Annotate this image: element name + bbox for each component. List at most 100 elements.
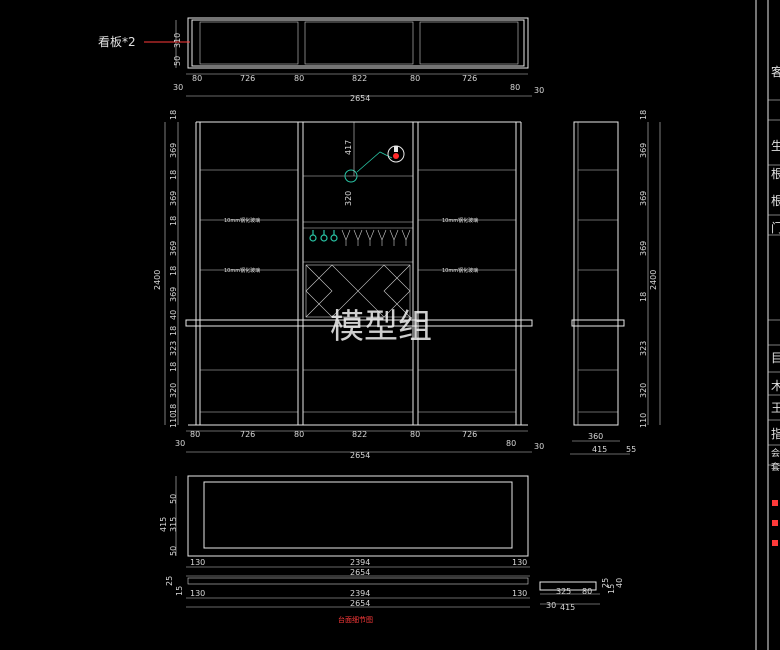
plan-overall: 2654 — [350, 568, 370, 577]
top-dim-5: 80 — [410, 74, 420, 83]
glass-label-r1: 10mm钢化玻璃 — [442, 217, 478, 224]
counter-dim-30: 30 — [546, 601, 556, 610]
counter-dim-415: 415 — [560, 603, 575, 612]
side-r-dim-15: 110 — [639, 413, 648, 428]
side-r-dim-8: 18 — [639, 292, 648, 302]
tb-char-6: 目 — [771, 351, 780, 365]
side-r-dim-1: 18 — [639, 110, 648, 120]
plan2-overall: 2654 — [350, 599, 370, 608]
front-l-dim-13: 320 — [169, 383, 178, 398]
front-b-dim-3: 80 — [294, 430, 304, 439]
front-l-dim-5: 18 — [169, 216, 178, 226]
top-right-edge: 80 — [510, 83, 520, 92]
tb-char-10: 会 — [771, 447, 780, 459]
plan-l-dim-2: 315 — [169, 517, 178, 532]
side-b-dim-3: 55 — [626, 445, 636, 454]
top-board-label: 看板*2 — [98, 35, 136, 49]
front-l-dim-9: 40 — [169, 310, 178, 320]
counter-dim-325: 325 — [556, 587, 571, 596]
wine-rack-lattice — [305, 264, 411, 318]
watermark: 模型组 — [330, 307, 432, 347]
front-l-dim-14: 18 — [169, 404, 178, 414]
side-r-dim-11: 323 — [639, 341, 648, 356]
top-dim-4: 822 — [352, 74, 367, 83]
plan-inner: 2394 — [350, 558, 370, 567]
top-dim-2: 726 — [240, 74, 255, 83]
top-dim-6: 726 — [462, 74, 477, 83]
glass-label-l1: 10mm钢化玻璃 — [224, 217, 260, 224]
side-r-dim-2: 369 — [639, 143, 648, 158]
tb-char-2: 生 — [771, 139, 780, 153]
side-r-dim-6: 369 — [639, 241, 648, 256]
front-left-edge: 30 — [175, 439, 185, 448]
front-l-dim-3: 18 — [169, 170, 178, 180]
top-height-dim: 310 — [173, 33, 182, 48]
tb-char-1: 客 — [771, 64, 780, 79]
tb-char-7: 木 — [771, 379, 780, 393]
tb-char-4: 根 — [771, 194, 780, 208]
front-b-dim-5: 80 — [410, 430, 420, 439]
plan-l-dim-1: 50 — [169, 494, 178, 504]
plan-bottom-left: 25 — [165, 576, 174, 586]
side-r-dim-13: 320 — [639, 383, 648, 398]
glass-hanger-row — [341, 229, 411, 246]
counter-detail: 325 80 30 415 25 15 40 — [539, 578, 624, 612]
counter-side-2: 15 — [607, 584, 616, 594]
tb-char-5: 门 — [771, 220, 780, 235]
front-b-dim-1: 80 — [190, 430, 200, 439]
top-overall: 2654 — [350, 94, 370, 103]
plan-edge-right: 130 — [512, 558, 527, 567]
plan-l-dim-4: 415 — [159, 517, 168, 532]
hook-icons — [309, 230, 338, 242]
side-r-dim-4: 369 — [639, 191, 648, 206]
light-fixture-callout — [344, 145, 405, 183]
side-overall-height: 2400 — [649, 270, 658, 290]
front-l-dim-1: 18 — [169, 110, 178, 120]
tb-char-8: 王 — [771, 401, 780, 415]
counter-side-1: 25 — [601, 578, 610, 588]
title-block: 客 生 根 根 门 目 木 王 指 会 套 — [755, 0, 780, 650]
front-l-dim-4: 369 — [169, 191, 178, 206]
side-b-dim-2: 415 — [592, 445, 607, 454]
front-l-dim-10: 18 — [169, 326, 178, 336]
plan2-edge-right: 130 — [512, 589, 527, 598]
front-l-dim-6: 369 — [169, 241, 178, 256]
front-l-dim-2: 369 — [169, 143, 178, 158]
front-l-dim-15: 110 — [169, 413, 178, 428]
plan-bottom-mid: 15 — [175, 586, 184, 596]
top-right-end: 30 — [534, 86, 544, 95]
plan2-edge-left: 130 — [190, 589, 205, 598]
plan-edge-left: 130 — [190, 558, 205, 567]
plan-l-dim-3: 50 — [169, 546, 178, 556]
front-right-edge: 80 — [506, 439, 516, 448]
plan2-inner: 2394 — [350, 589, 370, 598]
top-small-dim: 50 — [173, 56, 182, 66]
front-l-dim-12: 18 — [169, 362, 178, 372]
plan-view: 50 315 50 415 130 2394 130 2654 130 2394… — [159, 475, 530, 624]
glass-label-r2: 10mm钢化玻璃 — [442, 267, 478, 274]
side-view: 2400 18 369 369 369 18 323 320 110 360 4… — [570, 110, 661, 455]
counter-dim-80: 80 — [582, 587, 592, 596]
counter-side-3: 40 — [615, 578, 624, 588]
tb-char-9: 指 — [771, 426, 780, 441]
counter-caption: 台面细节图 — [338, 615, 373, 624]
front-overall-height: 2400 — [153, 270, 162, 290]
top-view: 看板*2 310 50 80 726 80 822 80 726 30 80 3… — [98, 17, 544, 103]
tb-char-3: 根 — [771, 167, 780, 181]
front-b-dim-2: 726 — [240, 430, 255, 439]
front-right-end: 30 — [534, 442, 544, 451]
front-l-dim-8: 369 — [169, 287, 178, 302]
center-dim-320: 320 — [344, 191, 353, 206]
front-b-dim-6: 726 — [462, 430, 477, 439]
center-dim-417: 417 — [344, 140, 353, 155]
front-l-dim-11: 323 — [169, 341, 178, 356]
glass-label-l2: 10mm钢化玻璃 — [224, 267, 260, 274]
top-left-edge: 30 — [173, 83, 183, 92]
side-b-dim-1: 360 — [588, 432, 603, 441]
front-l-dim-7: 18 — [169, 266, 178, 276]
top-dim-3: 80 — [294, 74, 304, 83]
top-dim-1: 80 — [192, 74, 202, 83]
tb-char-11: 套 — [771, 461, 780, 473]
front-overall: 2654 — [350, 451, 370, 460]
